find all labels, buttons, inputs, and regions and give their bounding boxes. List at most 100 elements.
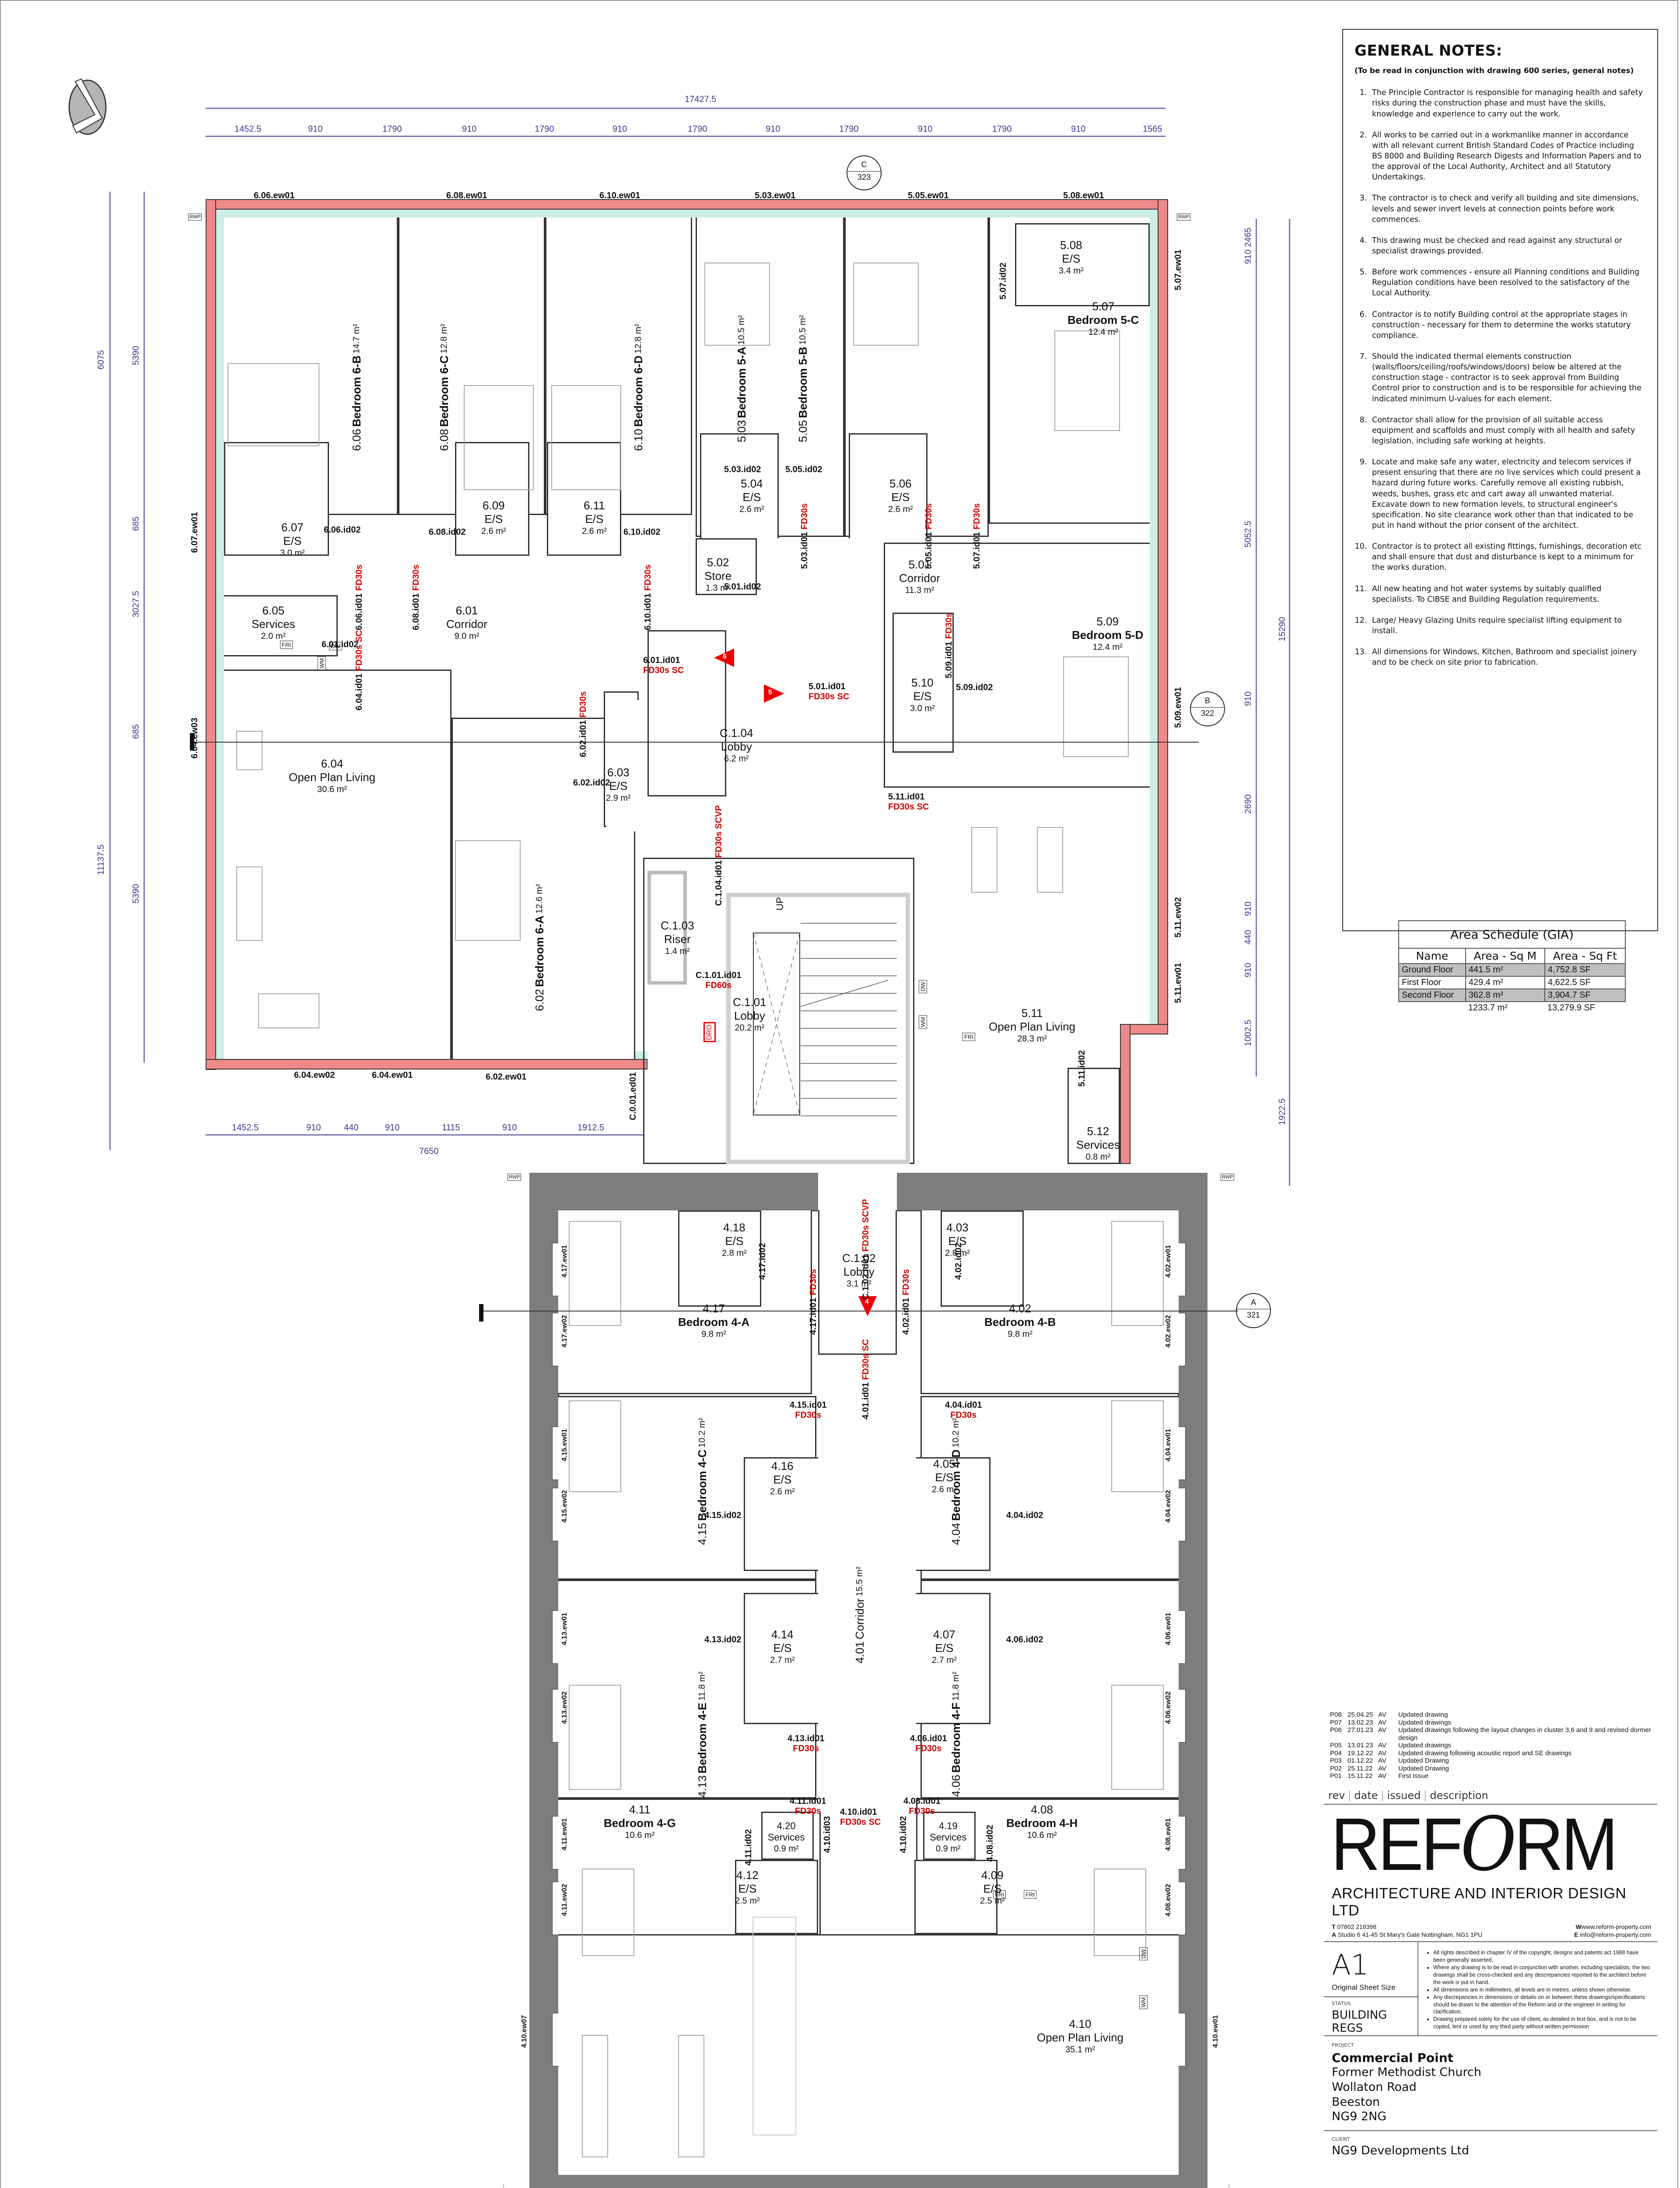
- room-4-20[interactable]: [761, 1812, 814, 1860]
- window-tag[interactable]: 4.17.ew02: [561, 1315, 568, 1348]
- window-tag[interactable]: 5.05.ew01: [908, 191, 949, 200]
- door-tag[interactable]: 6.08.id01 FD30s: [411, 565, 421, 630]
- door-tag[interactable]: C.1.04.id01 FD30s SCVP: [714, 805, 724, 906]
- room-6-07[interactable]: [224, 442, 329, 556]
- door-tag[interactable]: 6.02.id01 FD30s: [578, 691, 588, 757]
- door-tag[interactable]: 6.10.id01 FD30s: [643, 565, 653, 630]
- window-tag[interactable]: 4.10.ew07: [521, 2015, 528, 2048]
- door-tag[interactable]: 4.15.id02: [704, 1511, 742, 1520]
- room-5-04[interactable]: [700, 433, 779, 540]
- window-tag[interactable]: 4.13.ew02: [561, 1691, 568, 1724]
- window-tag[interactable]: 5.11.ew02: [1173, 897, 1183, 938]
- door-tag[interactable]: 5.01.id02: [724, 582, 761, 592]
- door-tag[interactable]: 4.11.id02: [744, 1829, 753, 1866]
- room-4-16[interactable]: [744, 1457, 827, 1571]
- window-tag[interactable]: 4.06.ew02: [1165, 1691, 1172, 1724]
- room-5-10[interactable]: [892, 613, 954, 753]
- door-tag[interactable]: 4.06.id02: [1006, 1635, 1043, 1645]
- window-tag[interactable]: 6.07.ew01: [190, 512, 200, 553]
- door-tag[interactable]: 4.10.id03: [822, 1816, 832, 1853]
- door-tag[interactable]: 5.07.id02: [998, 263, 1008, 300]
- window-tag[interactable]: 5.11.ew01: [1173, 963, 1183, 1003]
- room-5-08[interactable]: [1015, 223, 1150, 306]
- room-4-14[interactable]: [744, 1593, 827, 1724]
- window-tag[interactable]: 4.17.ew01: [561, 1245, 568, 1278]
- door-tag[interactable]: 6.06.id01 FD30s: [354, 565, 364, 630]
- window-tag[interactable]: 4.10.ew01: [1212, 2015, 1219, 2048]
- window-tag[interactable]: 6.04.ew02: [294, 1070, 335, 1080]
- door-tag[interactable]: 4.01.id01 FD30s SC: [861, 1339, 871, 1419]
- website-link[interactable]: www.reform-property.com: [1581, 1923, 1651, 1930]
- door-tag[interactable]: 5.11.id02: [1077, 1050, 1087, 1087]
- room-5-12[interactable]: [1068, 1068, 1120, 1164]
- room-C-1-04[interactable]: [648, 630, 726, 796]
- room-6-11[interactable]: [547, 442, 621, 556]
- window-tag[interactable]: 4.08.ew02: [1165, 1884, 1172, 1917]
- window-tag[interactable]: 4.04.ew01: [1165, 1429, 1172, 1462]
- door-tag[interactable]: 4.02.id02: [954, 1243, 963, 1280]
- door-tag[interactable]: 6.06.id02: [324, 525, 361, 535]
- window-tag[interactable]: 4.04.ew02: [1165, 1490, 1172, 1523]
- door-tag[interactable]: 6.08.id02: [429, 527, 466, 537]
- room-4-12[interactable]: [735, 1860, 818, 1934]
- window-tag[interactable]: 6.08.ew01: [446, 191, 487, 200]
- door-tag[interactable]: C.1.02.id01 FD30s SCVP: [861, 1199, 871, 1300]
- room-4-10[interactable]: [558, 1934, 1179, 2175]
- room-C-1-03[interactable]: [648, 871, 687, 985]
- door-tag[interactable]: 4.08.id02: [985, 1825, 995, 1862]
- door-tag[interactable]: 5.03.id01 FD30s: [800, 503, 810, 569]
- room-5-06[interactable]: [849, 433, 928, 540]
- room-5-02[interactable]: [696, 538, 757, 595]
- email-link[interactable]: info@reform-property.com: [1580, 1931, 1651, 1939]
- window-tag[interactable]: 5.03.ew01: [755, 191, 796, 200]
- door-tag[interactable]: 4.17.id02: [758, 1243, 767, 1280]
- window-tag[interactable]: 5.07.ew01: [1173, 249, 1183, 291]
- door-tag[interactable]: C.0.01.ed01: [628, 1072, 638, 1121]
- door-tag[interactable]: 6.04.id01 FD30s SC: [354, 630, 364, 710]
- window-tag[interactable]: 4.02.ew01: [1165, 1245, 1172, 1278]
- room-4-03[interactable]: [941, 1210, 1024, 1307]
- door-tag[interactable]: 4.10.id02: [899, 1816, 908, 1853]
- room-4-01[interactable]: [818, 1357, 916, 1812]
- window-tag[interactable]: 4.06.ew01: [1165, 1613, 1172, 1645]
- room-6-03[interactable]: [606, 700, 641, 831]
- door-tag[interactable]: 4.04.id02: [1006, 1511, 1043, 1520]
- door-tag[interactable]: 5.07.id01 FD30s: [972, 503, 982, 569]
- room-6-05[interactable]: [224, 595, 338, 656]
- window-tag[interactable]: 4.15.ew02: [561, 1490, 568, 1523]
- window-tag[interactable]: 6.02.ew01: [486, 1072, 527, 1082]
- window-tag[interactable]: 5.09.ew01: [1173, 687, 1183, 728]
- window-tag[interactable]: 4.02.ew02: [1165, 1315, 1172, 1348]
- room-C-1-02[interactable]: [818, 1210, 897, 1355]
- door-tag[interactable]: 5.09.id02: [956, 683, 993, 692]
- door-tag[interactable]: 6.02.id02: [573, 778, 610, 788]
- window-tag[interactable]: 4.11.ew01: [561, 1818, 568, 1851]
- window-tag[interactable]: 5.08.ew01: [1063, 191, 1104, 200]
- door-tag[interactable]: 6.01.id02: [322, 640, 359, 649]
- window-tag[interactable]: 6.04.ew01: [372, 1070, 413, 1080]
- window-tag[interactable]: 4.08.ew01: [1165, 1818, 1172, 1851]
- room-4-19[interactable]: [923, 1812, 976, 1860]
- door-tag[interactable]: 5.09.id01 FD30s: [944, 613, 954, 678]
- window-tag[interactable]: 6.04.ew03: [190, 718, 200, 759]
- room-4-05[interactable]: [907, 1457, 990, 1571]
- door-tag[interactable]: 5.05.id01 FD30s: [924, 503, 934, 569]
- door-tag[interactable]: 5.03.id02: [724, 465, 761, 474]
- room-4-18[interactable]: [678, 1210, 761, 1307]
- window-tag[interactable]: 6.10.ew01: [599, 191, 640, 200]
- door-tag[interactable]: 4.13.id02: [704, 1635, 742, 1645]
- room-6-09[interactable]: [455, 442, 529, 556]
